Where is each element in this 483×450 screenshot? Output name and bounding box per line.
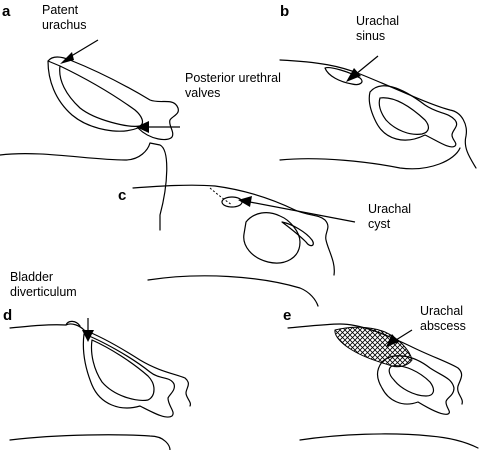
urachal-remnant-dashed	[209, 187, 233, 206]
label-urachal-sinus-line2: sinus	[356, 29, 385, 43]
arrow-patent-urachus	[67, 39, 99, 59]
panel-d: d Bladder diverticulum	[3, 270, 191, 450]
label-urachal-abscess-line1: Urachal	[420, 304, 463, 318]
label-bladder-diverticulum-line1: Bladder	[10, 270, 53, 284]
label-urachal-cyst-line2: cyst	[368, 217, 391, 231]
bladder-lumen	[388, 365, 435, 397]
arrowhead-urachal-cyst	[238, 196, 252, 207]
urachal-sinus-pocket	[324, 67, 363, 86]
skin-line-b	[279, 147, 461, 170]
arrow-urachal-cyst	[249, 201, 356, 223]
arrowhead-diverticulum	[82, 330, 94, 342]
abdominal-wall	[287, 323, 463, 405]
arrow-urachal-abscess	[395, 329, 413, 341]
skin-line-c	[147, 275, 319, 307]
panel-letter-c: c	[118, 187, 126, 204]
arrow-urachal-sinus	[355, 55, 379, 75]
bladder-outline	[368, 85, 458, 148]
panel-letter-a: a	[2, 3, 11, 20]
diverticulum-bulge	[65, 320, 81, 327]
panel-c: c Urachal cyst	[118, 184, 411, 307]
bladder-outline	[243, 212, 301, 264]
abdominal-wall	[132, 184, 335, 276]
panel-letter-d: d	[3, 307, 12, 324]
abdominal-wall	[279, 59, 477, 169]
bladder-lumen	[281, 221, 314, 247]
arrowhead-urachal-abscess	[386, 334, 399, 347]
label-patent-urachus-line1: Patent	[42, 3, 79, 17]
arrowhead-patent-urachus	[60, 52, 74, 64]
abdominal-wall	[9, 323, 191, 407]
arrowhead-urethral-valves	[136, 121, 149, 133]
panel-letter-b: b	[280, 3, 289, 20]
bladder-outline	[47, 56, 179, 141]
urachal-abscess-region	[334, 326, 413, 368]
skin-line-d	[9, 434, 171, 450]
label-bladder-diverticulum-line2: diverticulum	[10, 285, 77, 299]
bladder-outline	[82, 333, 175, 418]
label-urachal-abscess-line2: abscess	[420, 319, 466, 333]
panel-b: b Urachal sinus	[279, 3, 477, 170]
panel-e: e Urachal abscess	[283, 304, 479, 449]
label-urachal-sinus-line1: Urachal	[356, 14, 399, 28]
label-posterior-urethral-valves-line1: Posterior urethral	[185, 71, 281, 85]
abdominal-wall	[0, 142, 168, 231]
bladder-lumen	[378, 97, 429, 135]
patent-urachus-tube	[47, 60, 61, 67]
label-urachal-cyst-line1: Urachal	[368, 202, 411, 216]
bladder-lumen	[59, 65, 144, 127]
label-posterior-urethral-valves-line2: valves	[185, 86, 220, 100]
bladder-outline	[376, 355, 455, 415]
bladder-lumen	[90, 339, 155, 401]
panel-letter-e: e	[283, 307, 291, 324]
skin-line-e	[299, 433, 479, 449]
arrowhead-urachal-sinus	[346, 68, 361, 82]
label-patent-urachus-line2: urachus	[42, 18, 86, 32]
urachal-cyst	[221, 196, 243, 208]
panel-a: a Patent urachus Posterior urethral valv…	[0, 3, 281, 231]
